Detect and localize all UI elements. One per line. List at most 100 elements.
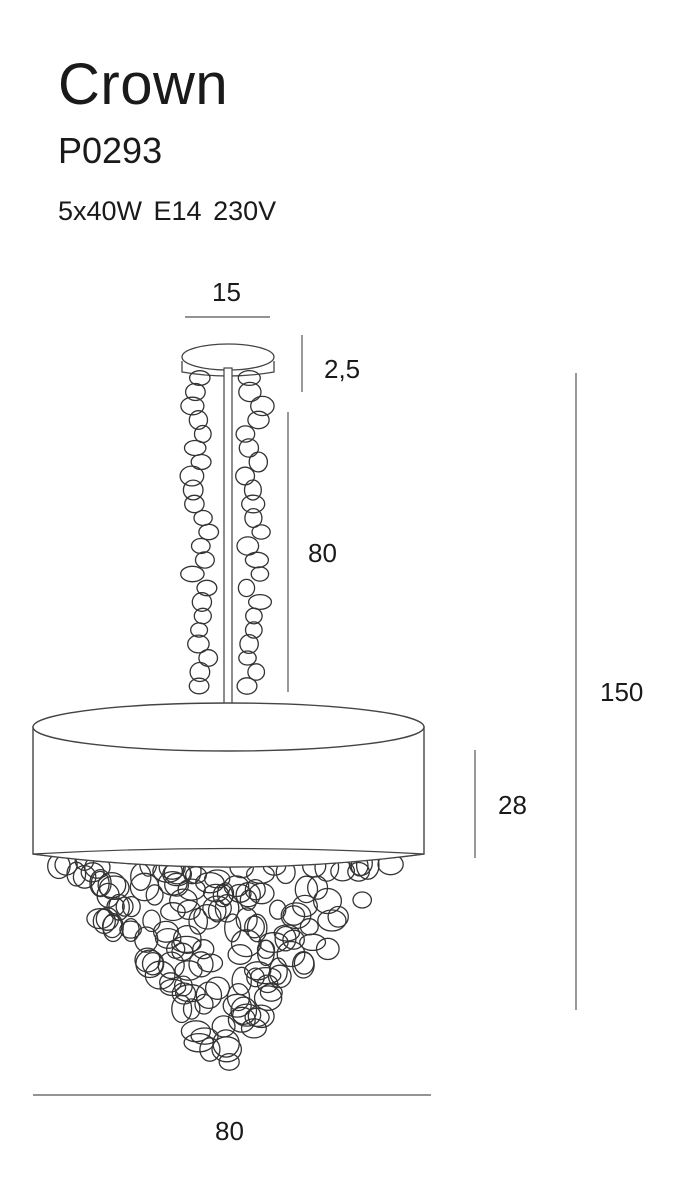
product-name: Crown <box>58 52 229 117</box>
chain-ring <box>95 907 120 931</box>
chain-ring <box>134 947 161 973</box>
chain-ring <box>246 967 265 988</box>
chain-ring <box>188 410 209 430</box>
total-height-label: 150 <box>600 677 644 707</box>
chain-ring <box>169 888 198 914</box>
chain-ring <box>180 396 205 416</box>
chain-ring <box>202 895 232 921</box>
electrical-spec: 5x40W E14 230V <box>58 196 277 226</box>
chain-ring <box>216 882 235 906</box>
chain-ring <box>256 974 279 994</box>
chain-ring <box>244 551 270 569</box>
chain-ring <box>195 981 223 1010</box>
chain-ring <box>190 537 211 555</box>
chain-ring <box>214 893 240 923</box>
chain-ring <box>282 905 306 926</box>
chain-ring <box>235 882 261 908</box>
chain-ring <box>154 927 182 949</box>
chain-ring <box>193 903 222 930</box>
chain-ring <box>240 1018 267 1039</box>
chain-ring <box>183 1032 215 1053</box>
chain-ring <box>196 579 218 597</box>
chain-ring <box>239 633 259 655</box>
chain-ring <box>236 677 258 695</box>
chain-ring <box>227 944 253 965</box>
chain-ring <box>212 1029 240 1058</box>
chain-ring <box>238 381 262 403</box>
chain-ring <box>86 908 114 930</box>
chain-ring <box>307 875 329 900</box>
chain-ring <box>193 509 213 527</box>
chain-ring <box>101 914 123 939</box>
chain-ring <box>245 607 263 625</box>
chain-ring <box>237 578 256 598</box>
chain-ring <box>182 479 204 501</box>
chain-ring <box>352 891 373 909</box>
chain-ring <box>160 902 186 922</box>
chain-ring <box>253 985 283 1011</box>
chain-ring <box>190 453 212 471</box>
chain-ring <box>184 494 205 514</box>
chain-ring <box>247 663 266 681</box>
drum-shade <box>32 702 425 868</box>
chain-ring <box>280 902 312 930</box>
chain-ring <box>198 523 220 541</box>
chain-ring <box>294 875 319 904</box>
chain-ring <box>235 466 256 486</box>
chain-ring <box>211 1015 236 1038</box>
chain-ring <box>188 951 214 978</box>
chain-ring <box>232 1003 262 1027</box>
chain-ring <box>207 899 227 923</box>
chain-ring <box>191 592 213 612</box>
chain-ring <box>134 926 159 953</box>
chain-ring <box>193 607 212 625</box>
chain-ring <box>188 907 209 935</box>
product-code: P0293 <box>58 130 163 171</box>
chain-ring <box>235 907 258 933</box>
chain-ring <box>204 976 231 1000</box>
chain-ring <box>247 593 273 611</box>
chain-ring <box>198 649 219 667</box>
chain-ring <box>327 905 349 928</box>
chain-ring <box>190 1027 219 1045</box>
chain-ring <box>224 913 242 943</box>
chain-ring <box>347 861 371 882</box>
canopy-diameter-label: 15 <box>212 277 241 307</box>
chain-ring <box>188 370 211 386</box>
chain-ring <box>246 913 268 943</box>
chain-ring <box>199 1037 221 1062</box>
chain-ring <box>248 882 275 905</box>
chain-ring <box>190 622 209 638</box>
chain-ring <box>182 998 201 1020</box>
chain-ring <box>189 661 211 683</box>
chain-ring <box>183 439 207 457</box>
chain-ring <box>89 868 112 898</box>
chain-ring <box>247 1004 275 1029</box>
chain-ring <box>274 925 297 952</box>
chain-ring <box>244 878 266 901</box>
chain-ring <box>142 909 161 933</box>
chain-ring <box>330 860 356 882</box>
chain-ring <box>244 621 263 639</box>
chain-ring <box>244 915 265 939</box>
chain-ring <box>180 565 205 583</box>
chain-ring <box>276 940 306 968</box>
chain-ring <box>312 887 343 915</box>
chain-length-label: 80 <box>308 538 337 568</box>
chain-ring <box>238 438 260 458</box>
chain-ring <box>238 650 257 666</box>
chain-ring <box>174 960 203 981</box>
suspension-rod <box>223 367 233 705</box>
decorative-chains <box>179 369 275 695</box>
chain-ring <box>250 566 270 582</box>
chain-ring <box>187 634 210 654</box>
chain-ring <box>299 933 327 952</box>
chain-ring <box>317 909 347 932</box>
chain-ring <box>235 425 256 443</box>
chain-ring <box>179 465 205 487</box>
chain-ring <box>243 479 262 501</box>
chain-ring <box>164 872 190 897</box>
chain-ring <box>188 677 210 695</box>
ring-cascade <box>47 848 404 1071</box>
